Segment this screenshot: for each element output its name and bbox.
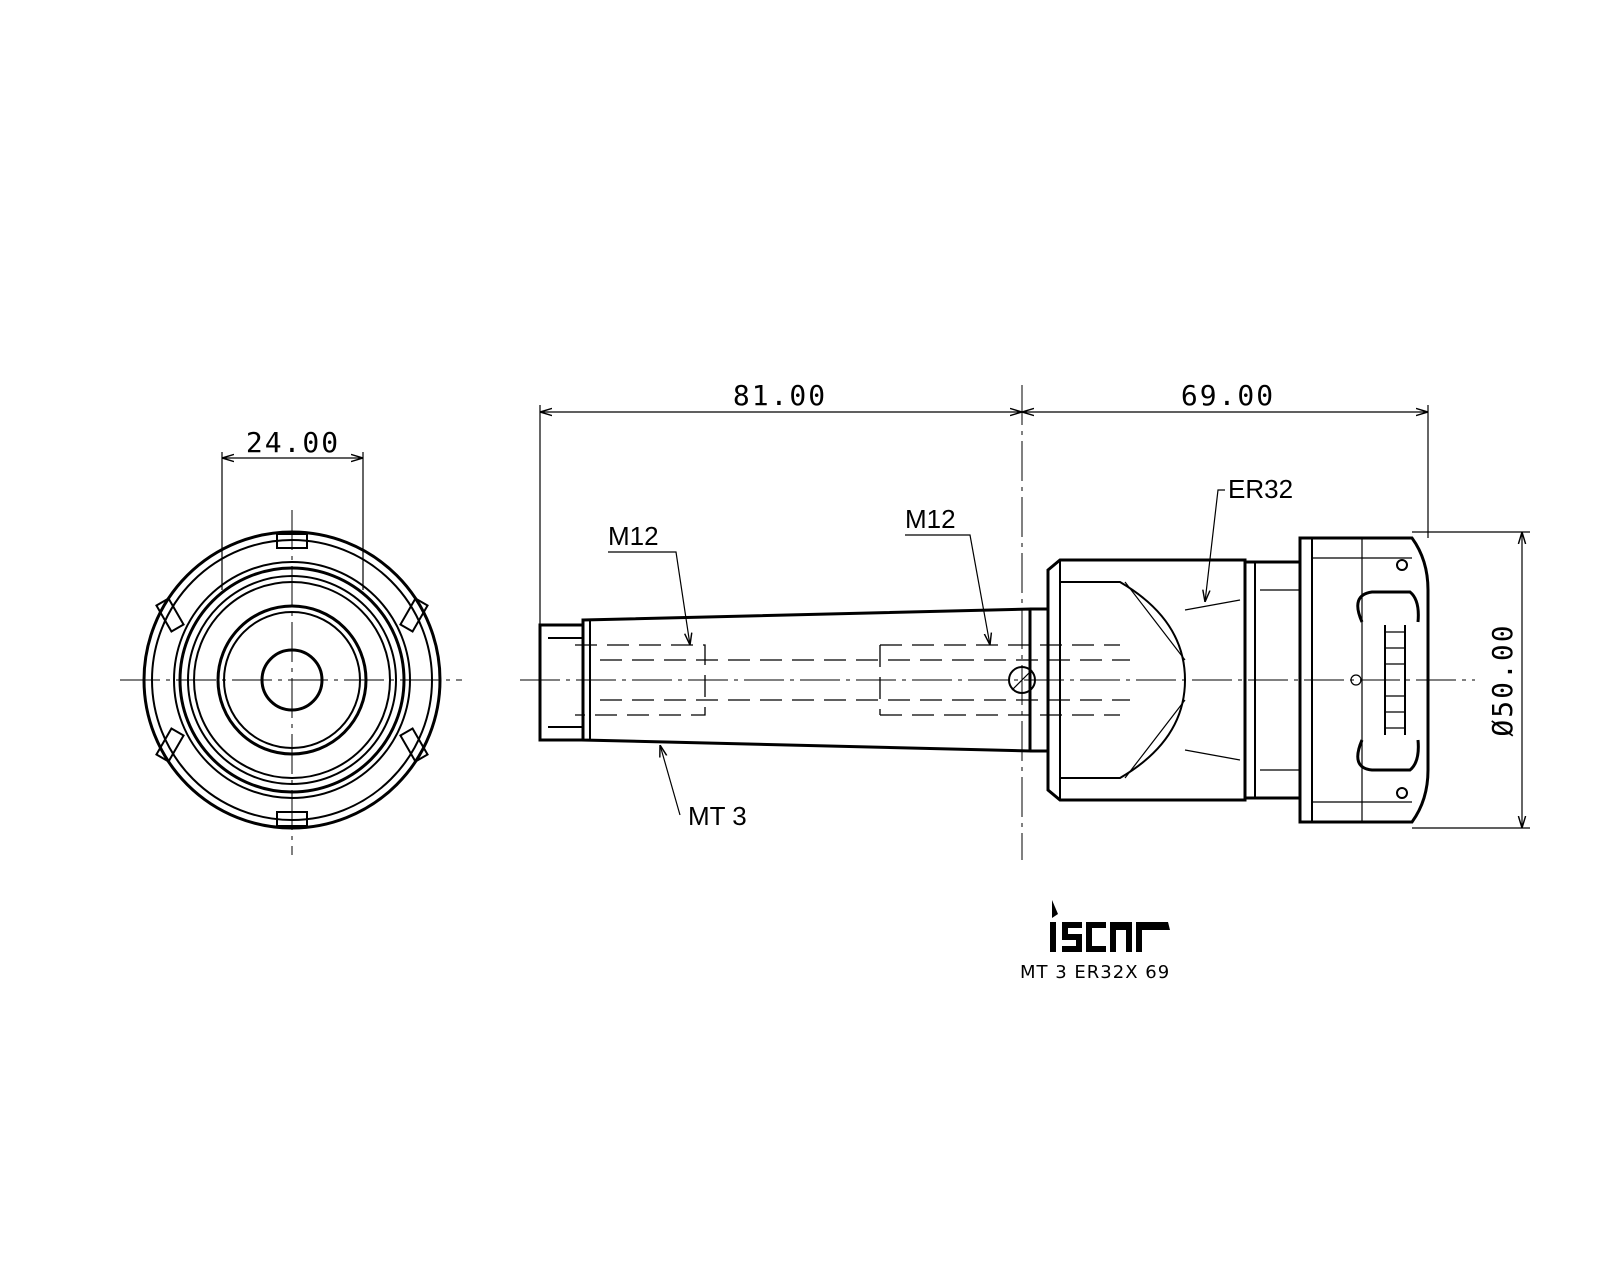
collet-inner-circle <box>193 581 391 779</box>
dim-69-text: 69.00 <box>1181 379 1275 412</box>
notch-lower-left <box>155 727 185 763</box>
logo-a <box>1110 922 1132 952</box>
leader-m12-left <box>608 551 690 645</box>
leader-m12-right <box>905 534 990 645</box>
bore-circle <box>216 604 368 756</box>
nut-center-mark <box>1350 674 1362 686</box>
front-view: 24.00 <box>120 426 462 855</box>
cone-line-upper <box>1124 581 1186 661</box>
logo-mark <box>1052 900 1058 918</box>
logo-i <box>1050 922 1056 952</box>
bore-inner-circle <box>223 611 361 749</box>
iscar-logo: iscar <box>1050 900 1170 952</box>
body-cone-arc <box>1060 581 1187 779</box>
side-view: 81.00 69.00 Ø50.00 M12 M12 ER32 MT 3 <box>520 379 1530 860</box>
nut-outer-circle <box>142 530 442 830</box>
designation-text: MT 3 ER32X 69 <box>1020 962 1170 983</box>
notch-upper-left <box>155 597 185 633</box>
label-m12-left: M12 <box>608 521 659 551</box>
title-block: iscar MT 3 ER32X 69 <box>1020 900 1170 983</box>
notch-lower-right <box>399 727 429 763</box>
nut-face-circle <box>173 561 411 799</box>
leader-mt3 <box>660 745 681 816</box>
dim-81-text: 81.00 <box>733 379 827 412</box>
dim-50-text: Ø50.00 <box>1486 623 1519 736</box>
logo-r <box>1136 922 1170 952</box>
notch-top <box>276 533 308 549</box>
nut-inner-edge-circle <box>151 539 433 821</box>
center-hole-circle <box>260 648 324 712</box>
collet-teeth <box>1384 625 1406 735</box>
nut-pin-upper <box>1396 559 1408 571</box>
notch-bottom <box>276 811 308 827</box>
collet-outer-circle <box>178 566 406 794</box>
leader-er32 <box>1205 489 1225 602</box>
hidden-thread-left <box>575 644 706 716</box>
nut-pin-lower <box>1396 787 1408 799</box>
label-m12-right: M12 <box>905 504 956 534</box>
cone-line-lower <box>1124 699 1186 779</box>
taper-bore-line-lower <box>1184 749 1241 761</box>
collet-ring-circle <box>187 575 397 785</box>
logo-s <box>1062 922 1082 952</box>
logo-c <box>1086 922 1106 952</box>
taper-bore-line-upper <box>1184 599 1241 611</box>
nut-slot-lower <box>1356 739 1420 772</box>
dim-24-text: 24.00 <box>246 426 340 459</box>
nut-slot-upper <box>1356 590 1420 623</box>
nut-outline <box>1298 536 1430 824</box>
notch-upper-right <box>399 597 429 633</box>
nut-notches <box>155 533 429 827</box>
tang-outline <box>538 623 585 742</box>
label-mt3: MT 3 <box>688 801 747 831</box>
label-er32: ER32 <box>1228 474 1293 504</box>
